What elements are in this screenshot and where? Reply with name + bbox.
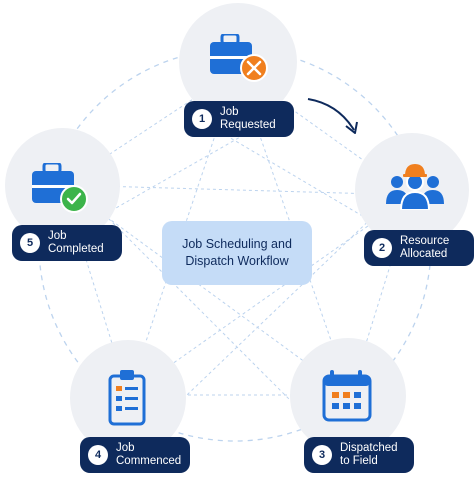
step-1-number: 1 — [192, 109, 212, 129]
workflow-title-box: Job Scheduling and Dispatch Workflow — [162, 221, 312, 285]
step-2-text-2: Allocated — [400, 248, 448, 260]
briefcase-tools-icon — [210, 34, 268, 82]
step-2-text-1: Resource — [400, 235, 450, 247]
step-4-number: 4 — [88, 445, 108, 465]
step-1-text-2: Requested — [220, 119, 276, 131]
step-5-text-2: Completed — [48, 243, 104, 255]
step-3-number: 3 — [312, 445, 332, 465]
team-hardhat-icon — [386, 164, 444, 210]
step-5-number: 5 — [20, 233, 40, 253]
step-5-text-1: Job — [48, 230, 67, 242]
step-3-text-2: to Field — [340, 455, 378, 467]
step-4-text-2: Commenced — [116, 455, 182, 467]
calendar-icon — [322, 370, 372, 422]
step-4-text-1: Job — [116, 442, 135, 454]
title-line-2: Dispatch Workflow — [185, 254, 289, 268]
step-1-text-1: Job — [220, 106, 239, 118]
step-3-text-1: Dispatched — [340, 442, 398, 454]
clipboard-checklist-icon — [108, 370, 146, 426]
title-line-1: Job Scheduling and — [182, 237, 292, 251]
briefcase-check-icon — [32, 163, 88, 213]
step-2-number: 2 — [372, 238, 392, 258]
